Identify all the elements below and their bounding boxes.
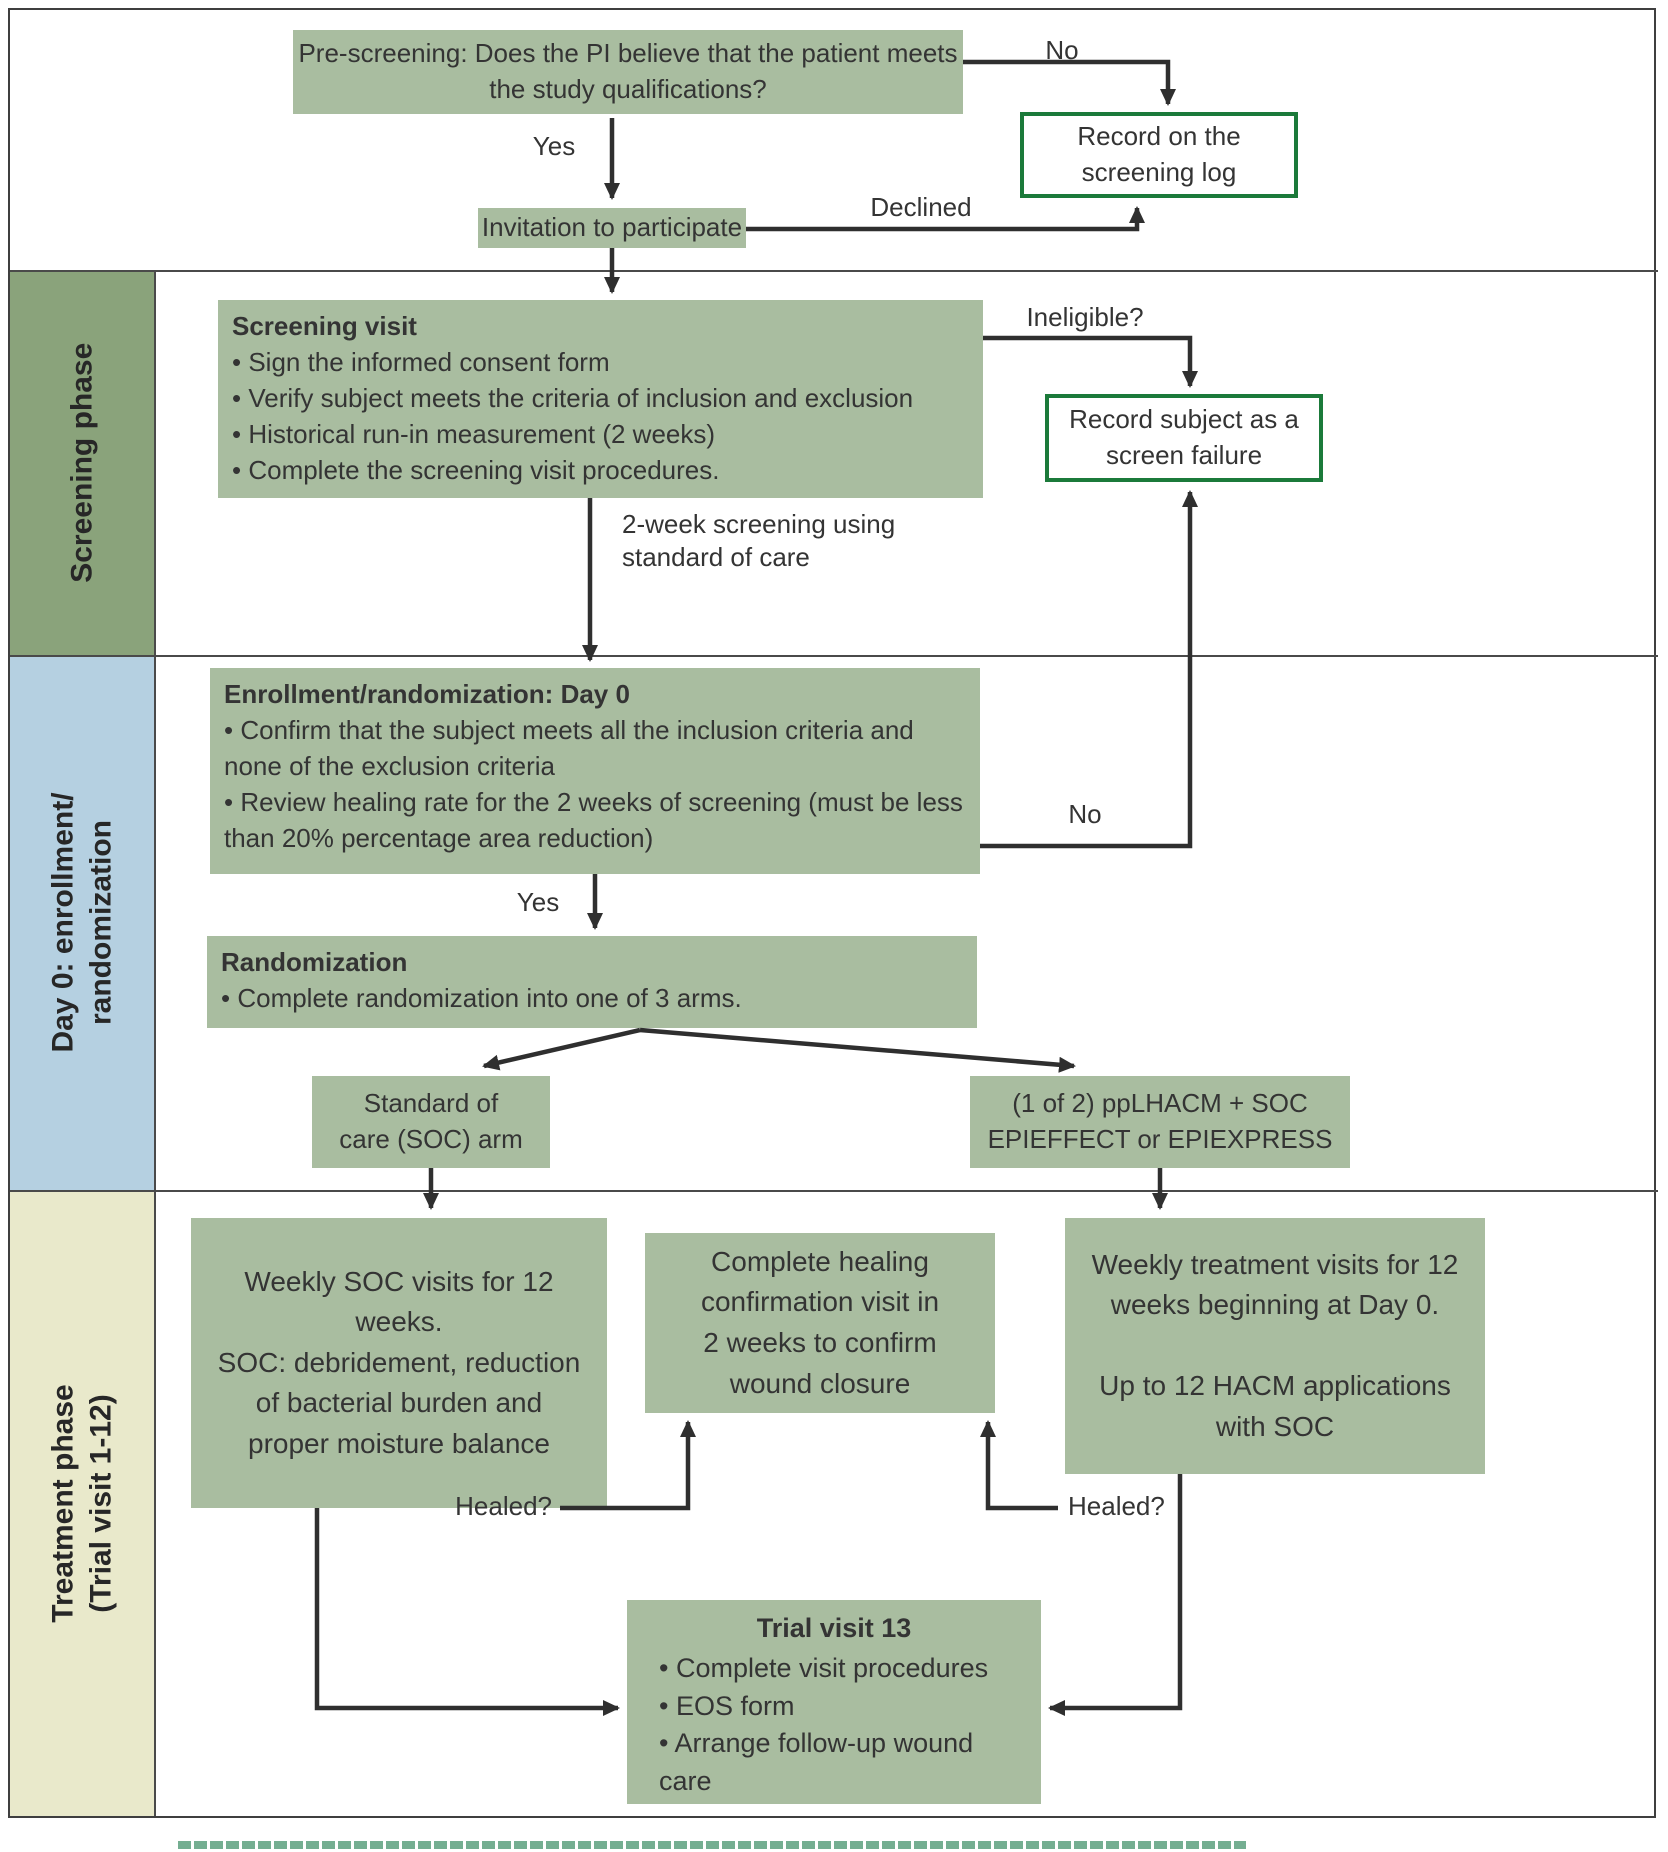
yes-label-prescreening: Yes [532,131,576,161]
screening-bullet: • Historical run-in measurement (2 weeks… [232,418,716,449]
no-label-prescreening: No [1045,35,1079,65]
separator-day0-treatment [10,1190,1658,1192]
screening-visit-box: Screening visit • Sign the informed cons… [218,300,983,498]
sidebar-day0-phase: Day 0: enrollment/ randomization [10,655,156,1190]
screening-visit-title: Screening visit [232,311,417,341]
sidebar-screening-phase: Screening phase [10,270,156,655]
healing-confirmation-box: Complete healing confirmation visit in 2… [645,1233,995,1413]
screening-bullet: • Complete the screening visit procedure… [232,454,720,485]
randomization-title: Randomization [221,947,408,977]
randomization-bullet: • Complete randomization into one of 3 a… [221,982,742,1013]
enrollment-box: Enrollment/randomization: Day 0 • Confir… [210,668,980,874]
screen-failure-box: Record subject as a screen failure [1045,394,1323,482]
treatment-phase-label: Treatment phase (Trial visit 1-12) [46,1383,118,1623]
healed-right-label: Healed? [1068,1491,1165,1521]
prescreening-question-box: Pre-screening: Does the PI believe that … [293,30,963,114]
enrollment-bullet: • Review healing rate for the 2 weeks of… [224,786,963,853]
no-label-enrollment: No [1068,799,1102,829]
screening-phase-label: Screening phase [65,342,99,583]
soc-arm-box: Standard of care (SOC) arm [312,1076,550,1168]
enrollment-bullet: • Confirm that the subject meets all the… [224,714,914,781]
trial13-bullet: • Complete visit procedures [659,1652,989,1683]
ineligible-label: Ineligible? [1026,302,1144,332]
healed-left-label: Healed? [455,1491,552,1521]
separator-screening-day0 [10,655,1658,657]
declined-label: Declined [870,192,972,222]
soc-treatment-box: Weekly SOC visits for 12 weeks. SOC: deb… [191,1218,607,1508]
record-screening-log-box: Record on the screening log [1020,112,1298,198]
flowchart-border [8,8,1656,1818]
hacm-arm-box: (1 of 2) ppLHACM + SOC EPIEFFECT or EPIE… [970,1076,1350,1168]
two-week-screening-label: 2-week screening using standard of care [622,509,896,572]
day0-phase-label: Day 0: enrollment/ randomization [46,792,118,1053]
hacm-treatment-box: Weekly treatment visits for 12 weeks beg… [1065,1218,1485,1474]
trial13-bullet: • EOS form [659,1690,795,1721]
screening-bullet: • Sign the informed consent form [232,346,610,377]
bottom-dashed-green-bar [178,1841,1246,1849]
sidebar-treatment-phase: Treatment phase (Trial visit 1-12) [10,1190,156,1816]
invitation-box: Invitation to participate [478,208,746,248]
randomization-box: Randomization • Complete randomization i… [207,936,977,1028]
enrollment-title: Enrollment/randomization: Day 0 [224,679,630,709]
yes-label-enrollment: Yes [516,887,560,917]
screening-bullet: • Verify subject meets the criteria of i… [232,382,914,413]
trial-visit-13-box: Trial visit 13 • Complete visit procedur… [627,1600,1041,1804]
trial13-bullet: • Arrange follow-up wound care [659,1728,974,1797]
trial-visit-13-title: Trial visit 13 [756,1613,912,1643]
separator-top-screening [10,270,1658,272]
